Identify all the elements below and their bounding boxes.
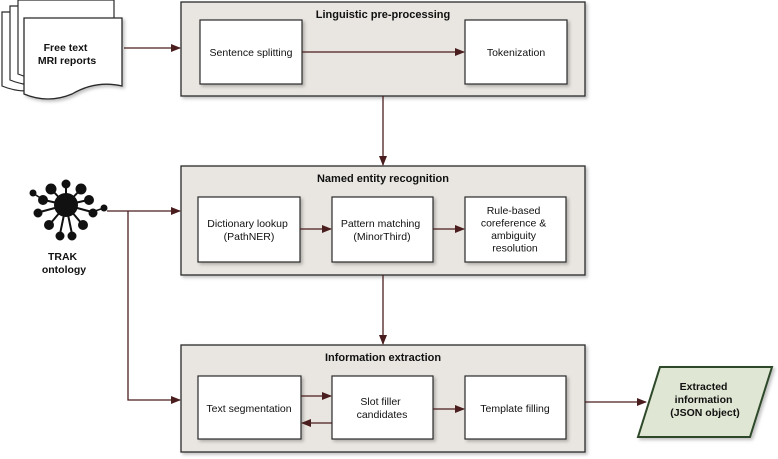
reports-label: Free text MRI reports — [38, 42, 97, 67]
slot-filler-label: Slot filler candidates — [357, 396, 408, 421]
stage-extraction: Information extraction Text segmentation… — [180, 344, 586, 453]
pattern-matching-label: Pattern matching (MinorThird) — [341, 218, 423, 243]
ontology-input: TRAK ontology — [29, 179, 108, 276]
stage-preprocessing: Linguistic pre-processing Sentence split… — [180, 1, 586, 97]
stacked-documents-icon — [1, 0, 123, 100]
stage-extraction-title: Information extraction — [325, 352, 441, 364]
arrow-ontology-to-extraction — [127, 211, 181, 404]
template-filling-box — [464, 375, 567, 440]
reports-input: Free text MRI reports — [1, 0, 123, 100]
dictionary-lookup-box — [197, 196, 301, 263]
sentence-splitting-label: Sentence splitting — [210, 47, 293, 59]
reports-label-line-1: Free text — [44, 42, 88, 54]
output-label-line-1: Extracted — [680, 381, 728, 393]
tokenization-box — [464, 19, 568, 85]
rule-based-label: Rule-based coreference & ambiguity resol… — [481, 205, 549, 255]
ontology-label-line-2: ontology — [42, 264, 86, 276]
output-node: Extracted information (JSON object) — [636, 366, 774, 438]
dictionary-lookup-label: Dictionary lookup (PathNER) — [207, 218, 290, 243]
output-shape — [636, 366, 774, 438]
stage-ner-title: Named entity recognition — [317, 173, 449, 185]
text-segmentation-label: Text segmentation — [206, 403, 291, 415]
pattern-matching-box — [331, 196, 434, 263]
network-node-icon — [29, 179, 108, 241]
template-filling-label: Template filling — [480, 403, 550, 415]
sentence-splitting-box — [199, 19, 303, 85]
ontology-label: TRAK ontology — [42, 251, 86, 276]
stage-preprocessing-title: Linguistic pre-processing — [316, 9, 450, 21]
output-label-line-3: (JSON object) — [670, 407, 739, 419]
stage-ner: Named entity recognition Dictionary look… — [180, 165, 586, 276]
text-segmentation-box — [197, 375, 302, 440]
tokenization-label: Tokenization — [487, 47, 546, 59]
slot-filler-box — [331, 375, 434, 440]
reports-label-line-2: MRI reports — [38, 55, 97, 67]
ontology-label-line-1: TRAK — [48, 251, 78, 263]
connectors — [107, 44, 647, 427]
output-label-line-2: information — [675, 394, 733, 406]
output-label: Extracted information (JSON object) — [670, 381, 739, 419]
rule-based-box — [464, 196, 567, 263]
